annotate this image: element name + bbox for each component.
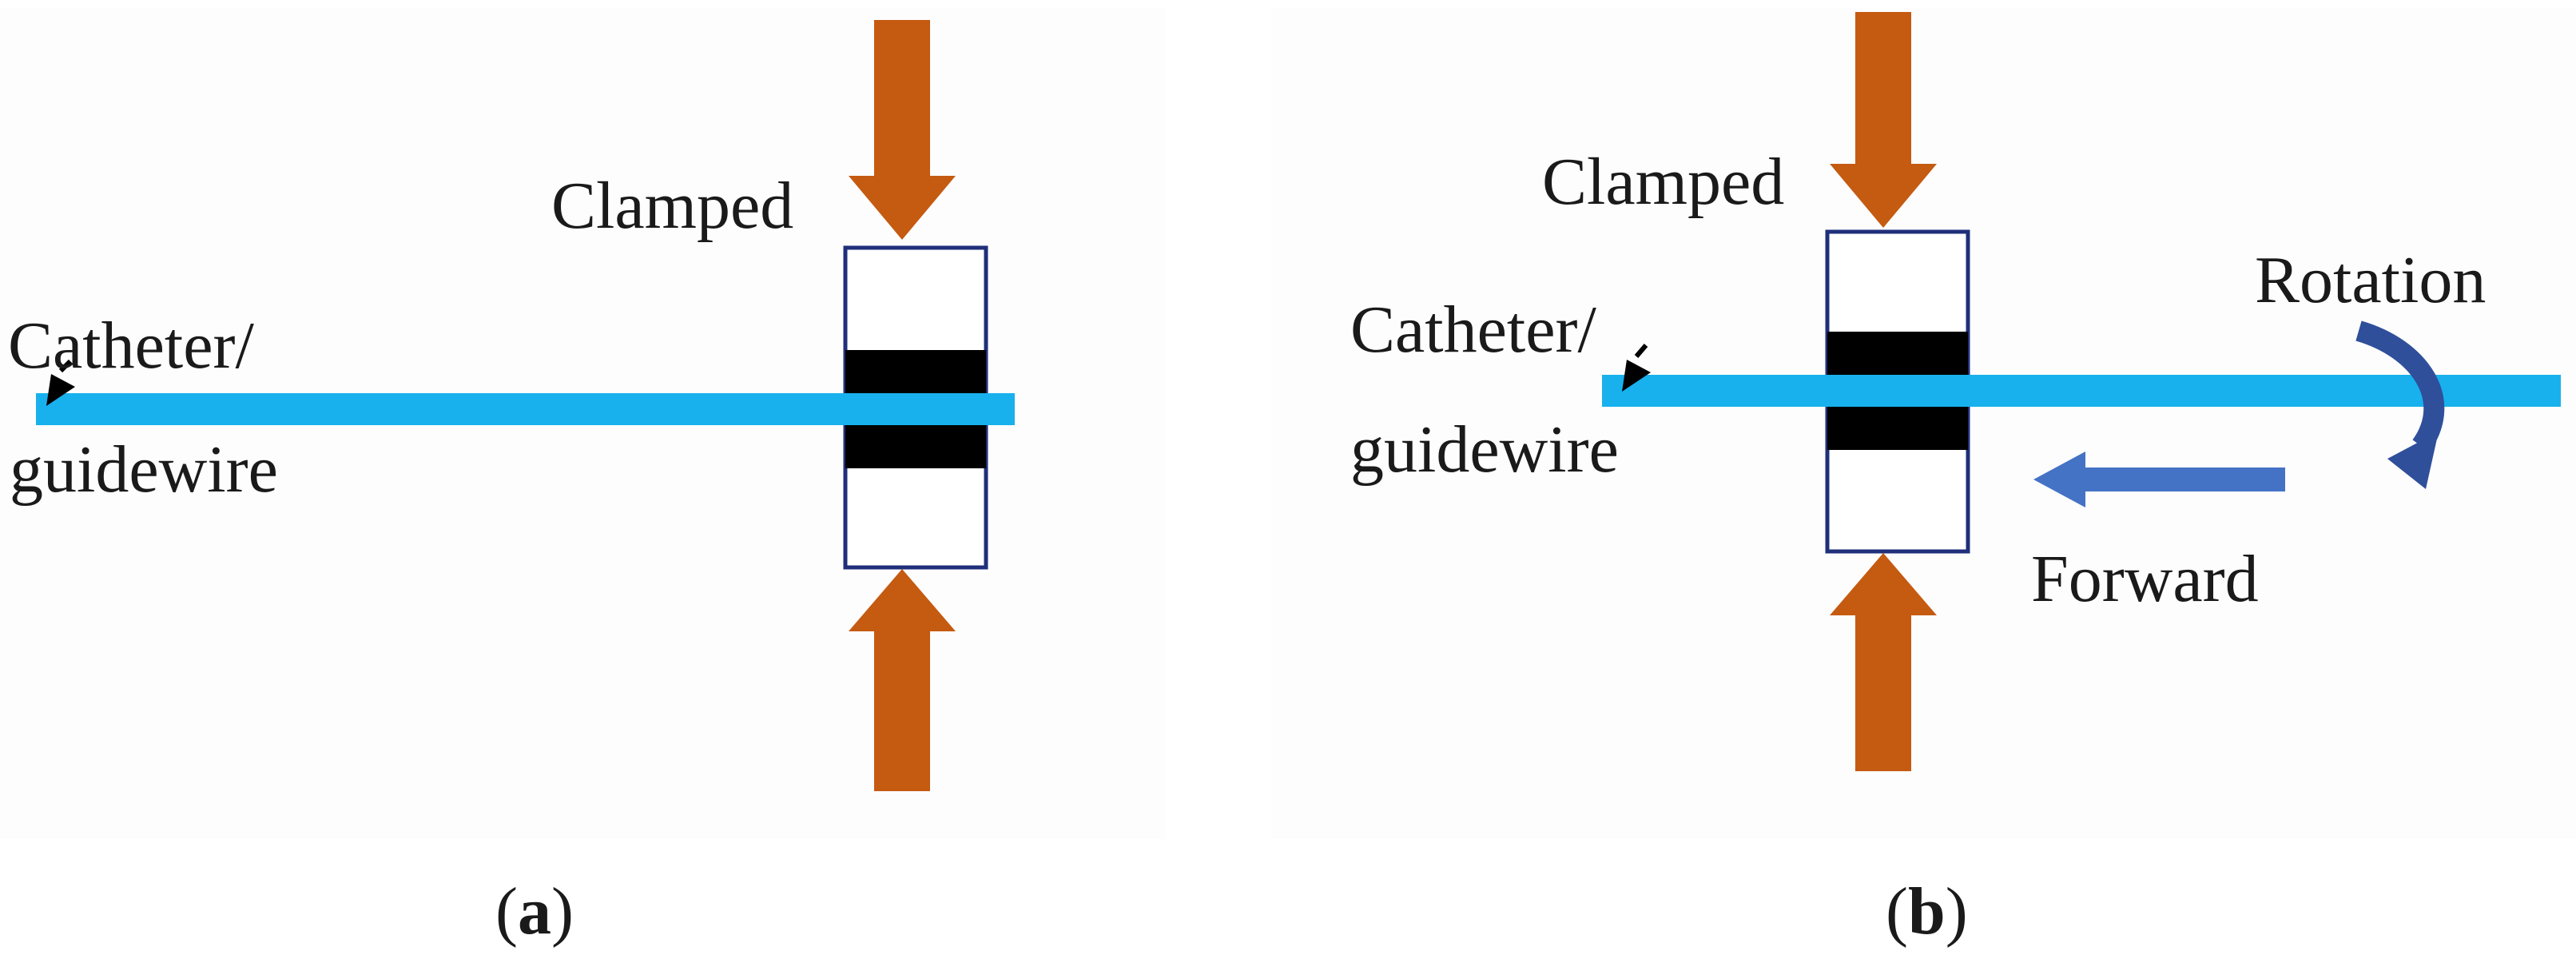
caption-b: (b) — [1886, 874, 1968, 949]
catheter-label-line1: Catheter/ — [1350, 292, 1597, 367]
panel-b: Clamped Catheter/ guidewire Rotation For… — [1270, 8, 2576, 949]
caption-a-letter: a — [518, 874, 551, 949]
caption-a-close: ) — [551, 874, 574, 949]
catheter-guidewire-bar — [1602, 375, 2561, 407]
caption-a-open: ( — [495, 874, 518, 949]
left-arrow-icon — [2033, 452, 2285, 507]
pointer-arrow-icon — [1622, 344, 1651, 392]
forward-label: Forward — [2031, 542, 2259, 616]
curved-rotation-arrow-icon — [2355, 320, 2445, 489]
catheter-guidewire-bar — [36, 393, 1015, 425]
pointer-arrow-icon — [46, 359, 75, 406]
rotation-label: Rotation — [2255, 243, 2486, 317]
caption-b-letter: b — [1908, 874, 1946, 949]
up-arrow-icon — [1830, 553, 1937, 771]
clamp-pad-bottom — [1827, 407, 1968, 450]
down-arrow-icon — [1830, 12, 1937, 228]
clamp-pad-top — [845, 350, 986, 393]
clamped-label: Clamped — [1542, 145, 1784, 219]
caption-b-close: ) — [1946, 874, 1968, 949]
clamped-label: Clamped — [551, 169, 793, 243]
clamp-pad-bottom — [845, 425, 986, 468]
catheter-label-line2: guidewire — [10, 432, 278, 507]
caption-b-open: ( — [1886, 874, 1908, 949]
down-arrow-icon — [849, 20, 956, 240]
up-arrow-icon — [849, 569, 956, 791]
clamp-pad-top — [1827, 332, 1968, 375]
catheter-label-line2: guidewire — [1350, 412, 1619, 487]
catheter-label-line1: Catheter/ — [8, 308, 255, 383]
caption-a: (a) — [495, 874, 574, 949]
panel-a: Clamped Catheter/ guidewire (a) — [0, 8, 1165, 949]
